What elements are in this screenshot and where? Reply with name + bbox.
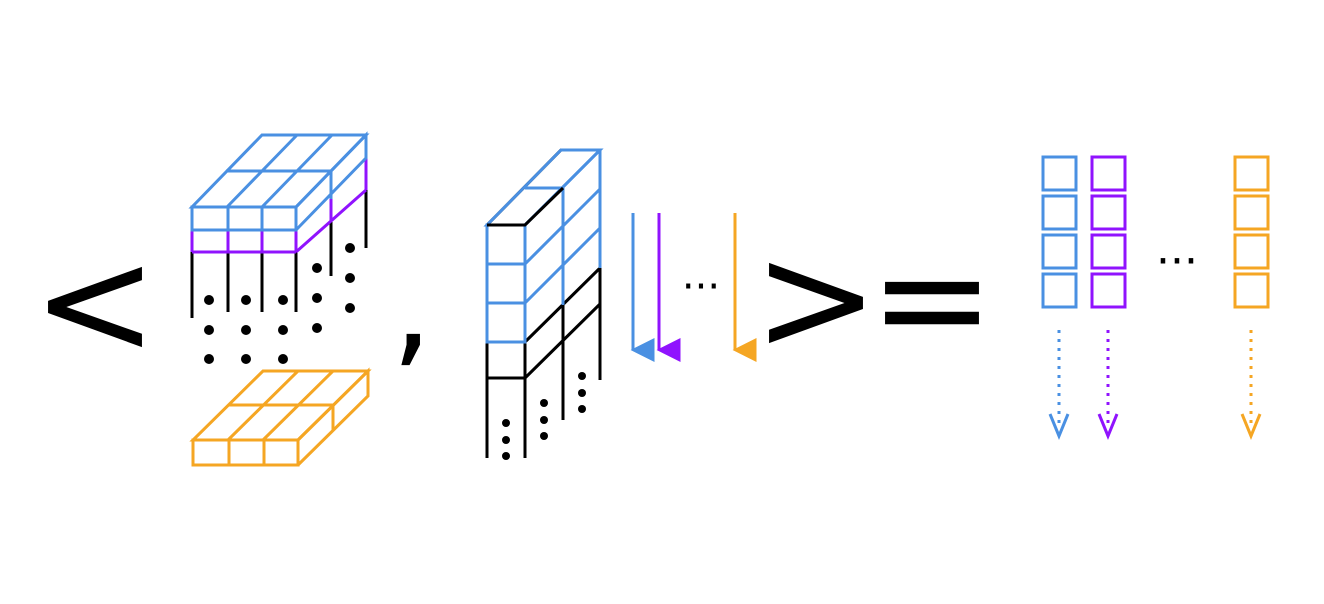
matrix-ellipsis-dots [502,372,586,460]
blue-result-vector [1041,155,1078,440]
tensor-ellipsis-dots [204,243,355,364]
purple-result-vector [1090,155,1127,440]
open-angle-bracket: < [32,216,158,390]
matrix-blue-cells [483,148,604,344]
purple-slice [190,158,368,254]
arrow-ellipsis: ··· [682,264,720,310]
comma-separator: , [391,229,432,381]
matrix-block [483,148,604,460]
close-angle-bracket: > [753,212,879,386]
equals-sign: = [869,212,995,386]
tensor-block [188,131,372,467]
blue-slice [188,131,370,232]
tensor-fibers [190,190,368,318]
direction-arrows [630,213,757,362]
orange-slice [189,367,372,467]
result-vectors [1041,155,1270,440]
result-ellipsis: ··· [1156,236,1198,287]
orange-result-vector [1233,155,1270,440]
